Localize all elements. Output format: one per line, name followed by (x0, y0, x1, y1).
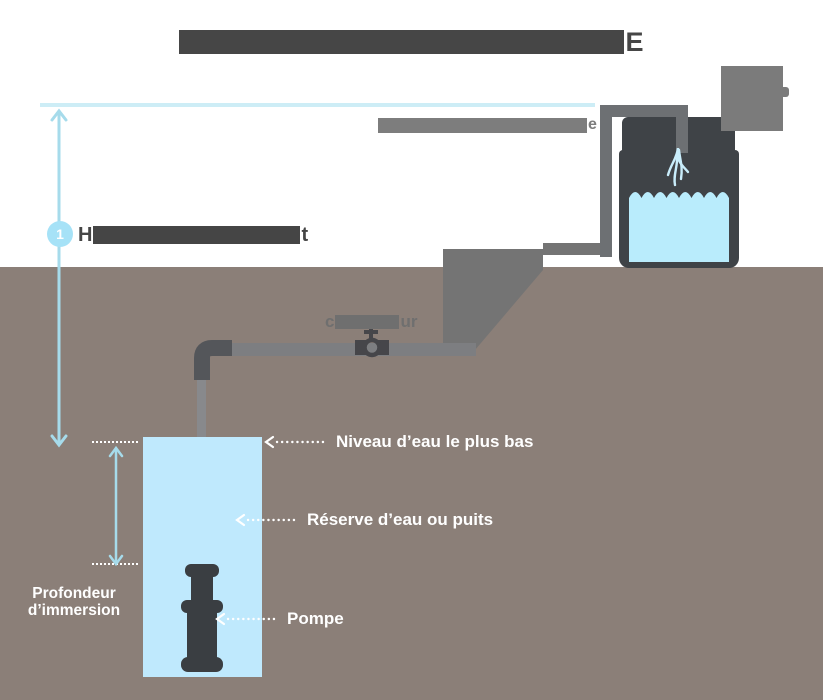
reservoir-label: Réserve d’eau ou puits (307, 510, 494, 529)
dotted-arrow-left-icon (235, 513, 299, 527)
height-label-prefix: H (78, 224, 93, 246)
height-label: H t (78, 224, 308, 246)
pump-collar (181, 600, 223, 613)
suction-pipe-horizontal (226, 343, 476, 356)
height-label-redaction (93, 226, 301, 244)
meter-label-suffix: ur (400, 312, 418, 331)
surface-reference-line (40, 103, 595, 107)
control-box (721, 66, 783, 131)
dotted-arrow-left-icon (264, 435, 328, 449)
height-measure-arrow (50, 108, 68, 448)
control-box-knob (782, 87, 789, 97)
pump-callout: Pompe (215, 609, 344, 629)
meter-label-redaction (335, 315, 400, 329)
discharge-label: e (378, 117, 597, 133)
pump-base (181, 657, 223, 672)
pump-neck (191, 574, 213, 606)
pump-label: Pompe (287, 609, 344, 628)
immersion-depth-label: Profondeur d’immersion (20, 585, 128, 619)
discharge-label-redaction (378, 117, 587, 133)
ground-area (0, 267, 823, 700)
pipe-elbow (194, 340, 232, 380)
valve-icon (355, 328, 389, 358)
discharge-pipe-vertical (600, 105, 612, 257)
immersion-depth-arrow (108, 445, 124, 567)
lowest-water-level-callout: Niveau d’eau le plus bas (264, 432, 533, 452)
meter-label-prefix: c (325, 312, 335, 331)
gray-structure-shape (443, 243, 612, 350)
pump-body (187, 610, 217, 662)
step-badge: 1 (47, 221, 73, 247)
diagram-title: E (0, 28, 823, 56)
height-label-suffix: t (301, 224, 309, 246)
dotted-arrow-left-icon (215, 612, 279, 626)
discharge-pipe-horizontal (600, 105, 688, 117)
meter-label: c ur (325, 313, 417, 331)
water-splash (666, 148, 690, 187)
title-visible-letter: E (625, 27, 644, 57)
lowest-water-level-label: Niveau d’eau le plus bas (336, 432, 534, 451)
water-level-tick (92, 441, 138, 443)
pump-top-cap (185, 564, 219, 577)
discharge-label-letter: e (588, 116, 597, 133)
reservoir-callout: Réserve d’eau ou puits (235, 510, 493, 530)
discharge-pipe-outlet (676, 105, 688, 153)
title-redaction-block (179, 30, 625, 54)
immersion-depth-line2: d’immersion (27, 602, 121, 619)
immersion-depth-line1: Profondeur (32, 585, 116, 602)
tank-water (629, 192, 729, 262)
